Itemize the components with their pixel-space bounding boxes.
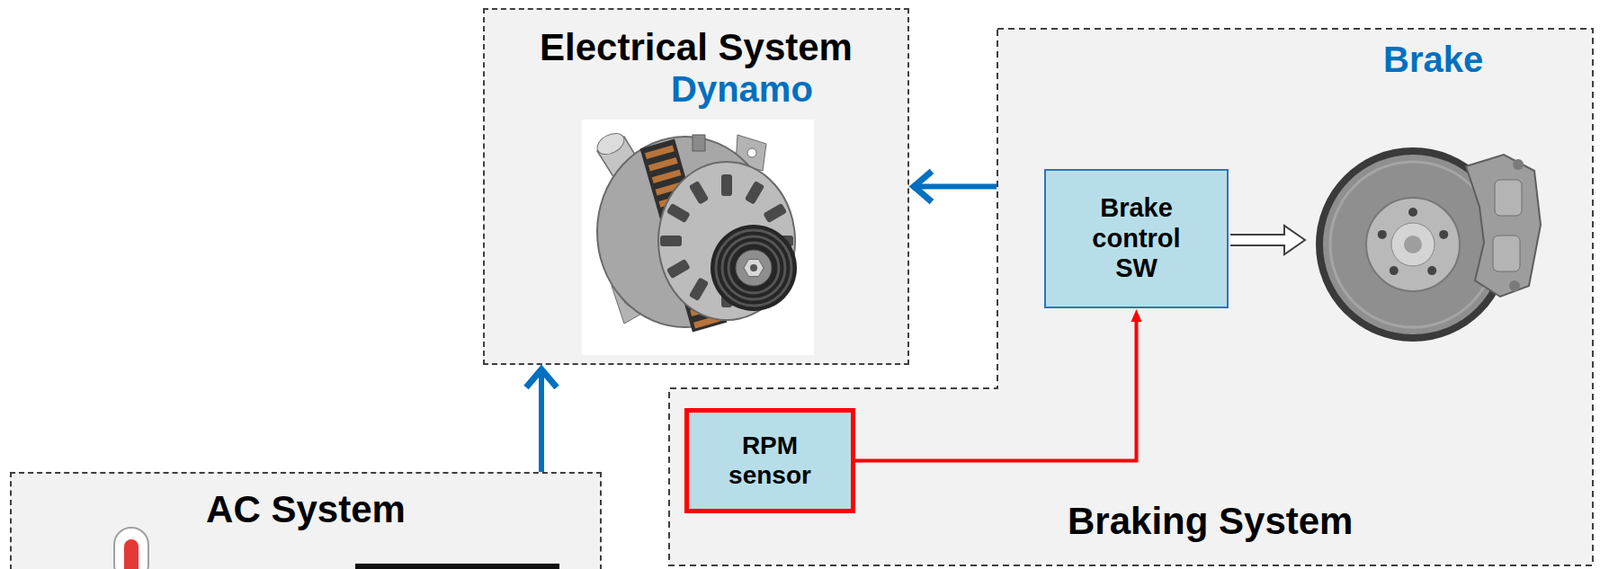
brake-disc-illustration-part — [1377, 230, 1387, 240]
dynamo-illustration-part-part — [762, 203, 787, 224]
sensor-box: RPM sensor — [684, 408, 856, 514]
part-name: Brake — [1383, 38, 1484, 81]
process-box: Brake control SW — [1044, 169, 1229, 309]
process-label: Brake control SW — [1078, 193, 1196, 284]
dynamo-illustration-part — [743, 259, 764, 278]
brake-disc-illustration-part — [1494, 179, 1522, 216]
system-group: AC System — [9, 472, 602, 569]
sensor-label: RPM sensor — [720, 431, 820, 490]
ac-icons-part — [114, 527, 149, 569]
connector-arrow — [911, 184, 997, 190]
dynamo-illustration-part — [593, 129, 628, 160]
ac-icons — [114, 527, 560, 569]
brake-disc-illustration-part — [1512, 159, 1524, 170]
system-title: Braking System — [1067, 500, 1353, 544]
dynamo-illustration-part — [722, 236, 786, 300]
dynamo-illustration-part — [710, 224, 797, 312]
hollow-arrow-part — [1230, 225, 1306, 255]
dynamo-illustration-part-part — [652, 169, 682, 184]
dynamo-illustration-part-part — [644, 144, 675, 160]
dynamo-illustration-part — [728, 242, 779, 294]
brake-disc-illustration-part — [1391, 223, 1435, 267]
dynamo-illustration-part-part — [660, 235, 682, 247]
brake-disc-illustration-part — [1509, 280, 1520, 292]
system-title: Electrical System — [539, 26, 853, 70]
brake-disc-illustration-part — [1366, 197, 1460, 292]
dynamo-illustration-part-part — [688, 180, 709, 206]
dynamo-illustration-part-part — [648, 157, 679, 172]
brake-disc-illustration-part — [1408, 207, 1418, 217]
connector-arrow — [538, 367, 545, 473]
brake-disc-illustration-part — [1403, 235, 1422, 254]
dynamo-illustration-part-part — [744, 180, 765, 206]
ac-icons-part — [355, 563, 560, 569]
part-name: Dynamo — [670, 68, 814, 110]
dynamo-illustration-part — [735, 250, 772, 287]
brake-disc-illustration-part — [1439, 230, 1449, 240]
connector-arrow — [855, 314, 1137, 462]
hollow-arrow — [1230, 225, 1306, 255]
dynamo-illustration-part — [692, 134, 706, 152]
dynamo-illustration — [581, 119, 814, 356]
brake-disc-illustration-part — [1465, 154, 1541, 297]
brake-disc-illustration-part — [1427, 266, 1437, 276]
brake-disc-illustration-part — [1330, 161, 1496, 328]
brake-disc-illustration-part — [1492, 235, 1520, 272]
dynamo-illustration-part-part — [688, 277, 709, 302]
brake-disc-illustration — [1315, 147, 1541, 342]
dynamo-illustration-part-part — [721, 174, 733, 197]
ac-icons-part — [124, 539, 139, 569]
dynamo-illustration-part — [747, 148, 757, 158]
dynamo-illustration-part — [750, 264, 758, 272]
dynamo-illustration-part-part — [666, 259, 691, 279]
brake-disc-illustration-part — [1389, 266, 1399, 276]
dynamo-illustration-part — [715, 230, 792, 306]
dynamo-illustration-part-part — [666, 203, 691, 224]
dynamo-illustration-part — [581, 119, 814, 356]
system-title: AC System — [205, 488, 406, 532]
